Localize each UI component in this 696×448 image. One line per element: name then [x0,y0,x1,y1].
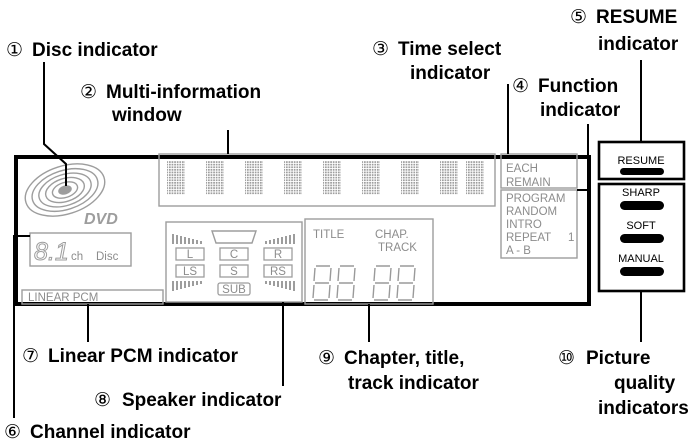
svg-text:quality: quality [614,373,676,394]
callout-disc-indicator: ① Disc indicator [6,39,158,61]
svg-text:⑦: ⑦ [22,345,39,367]
speaker-l-box [175,247,205,261]
svg-text:RESUME: RESUME [596,7,677,28]
disc-label: Disc [96,251,119,263]
resume-lamp [620,168,664,175]
dvd-logo: DVD [84,211,118,228]
svg-text:track indicator: track indicator [348,373,480,394]
svg-text:Speaker indicator: Speaker indicator [122,390,282,411]
function-repeat-number: 1 [568,232,574,244]
resume-label: RESUME [617,155,664,167]
svg-text:Channel indicator: Channel indicator [30,422,191,443]
svg-text:indicator: indicator [540,100,621,121]
svg-text:Multi-information: Multi-information [106,82,261,103]
callout-linear-pcm-indicator: ⑦ Linear PCM indicator [22,345,239,367]
callout-picture-quality-indicators: ⑩ Picture quality indicators [558,347,689,419]
svg-text:indicators: indicators [598,398,689,419]
svg-text:window: window [111,105,182,126]
channel-digits: 8.1 [34,238,69,266]
speaker-rs-label: RS [270,266,286,278]
svg-text:⑥: ⑥ [4,421,21,443]
speaker-l-label: L [187,249,194,261]
function-ab-label: A - B [506,245,531,257]
speaker-ls-box [175,264,205,278]
display-frame [14,155,591,306]
svg-text:⑩: ⑩ [558,347,575,369]
svg-text:Function: Function [538,76,618,97]
svg-text:④: ④ [512,75,529,97]
function-random-label: RANDOM [506,206,557,218]
seven-segment-digits [312,265,416,301]
manual-label: MANUAL [618,253,664,265]
manual-lamp [620,267,664,276]
disc-icon [24,163,106,217]
speaker-center-trapezoid [211,230,257,244]
svg-text:indicator: indicator [598,34,679,55]
chap-label: CHAP. [375,229,409,241]
soft-lamp [620,234,664,243]
dot-matrix-characters [167,161,484,195]
speaker-c-label: C [230,249,238,261]
svg-text:Time select: Time select [398,39,502,60]
time-select-indicator [500,153,578,189]
sharp-lamp [620,201,664,210]
svg-text:Disc indicator: Disc indicator [32,40,158,61]
speaker-r-label: R [274,249,282,261]
svg-text:⑨: ⑨ [318,347,335,369]
callout-channel-indicator: ⑥ Channel indicator [4,421,191,443]
svg-text:⑧: ⑧ [94,389,111,411]
leader-function [577,124,589,191]
svg-text:①: ① [6,39,23,61]
channel-box [29,232,132,267]
speaker-s-box [219,264,249,278]
svg-text:②: ② [80,81,97,103]
svg-text:⑤: ⑤ [570,6,587,28]
leader-disc [43,62,67,186]
linear-pcm-label: LINEAR PCM [28,292,98,304]
function-program-label: PROGRAM [506,193,565,205]
speaker-s-label: S [230,266,238,278]
function-intro-label: INTRO [506,219,542,231]
svg-text:Picture: Picture [586,348,650,369]
callout-multi-information-window: ② Multi-information window [80,81,261,126]
multi-information-window [158,153,496,207]
callout-function-indicator: ④ Function indicator [512,75,621,121]
function-repeat-label: REPEAT [506,232,551,244]
svg-text:Chapter, title,: Chapter, title, [344,348,464,369]
soft-label: SOFT [626,220,656,232]
speaker-sub-label: SUB [222,284,246,296]
sharp-label: SHARP [622,187,660,199]
channel-unit: ch [71,251,83,263]
svg-text:Linear PCM indicator: Linear PCM indicator [48,346,239,367]
function-indicator [500,189,578,259]
callout-time-select-indicator: ③ Time select indicator [372,38,502,84]
time-each-label: EACH [506,163,538,175]
linear-pcm-indicator [21,289,164,305]
callout-chapter-title-track-indicator: ⑨ Chapter, title, track indicator [318,347,480,394]
speaker-r-box [263,247,293,261]
speaker-c-box [219,247,249,261]
time-remain-label: REMAIN [506,177,551,189]
speaker-level-bars [172,234,295,291]
speaker-sub-box [217,282,251,296]
speaker-indicator [165,221,303,303]
speaker-ls-label: LS [183,266,197,278]
speaker-rs-box [263,264,293,278]
svg-text:③: ③ [372,38,389,60]
title-label: TITLE [313,229,345,241]
svg-text:indicator: indicator [410,63,491,84]
track-label: TRACK [378,242,417,254]
callout-speaker-indicator: ⑧ Speaker indicator [94,389,282,411]
callout-resume-indicator: ⑤ RESUME indicator [570,6,679,55]
leader-channel [13,235,30,418]
